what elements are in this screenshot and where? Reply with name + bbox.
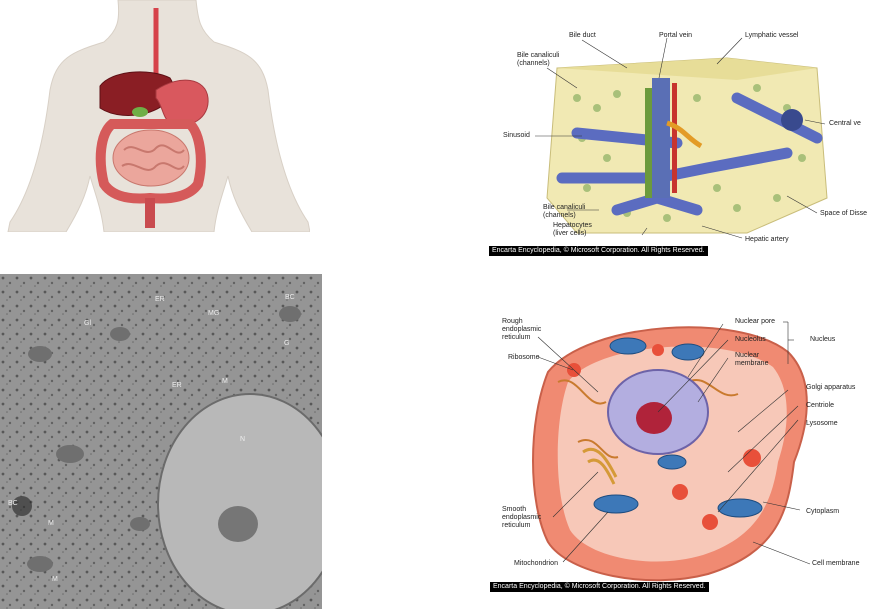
label-nucleolus: Nucleolus bbox=[735, 336, 766, 344]
label-hepatic-artery: Hepatic artery bbox=[745, 236, 789, 244]
label-smooth-er: Smooth endoplasmic reticulum bbox=[502, 506, 541, 530]
label-lymphatic-vessel: Lymphatic vessel bbox=[745, 32, 798, 40]
label-nuclear-pore: Nuclear pore bbox=[735, 318, 775, 326]
label-nucleus: Nucleus bbox=[810, 336, 835, 344]
micro-label-mg: MG bbox=[208, 310, 219, 317]
label-bile-canaliculi-bottom: Bile canaliculi (channels) bbox=[543, 204, 585, 220]
label-centriole: Centriole bbox=[806, 402, 834, 410]
micro-label-g: G bbox=[284, 340, 289, 347]
liver-credit: Encarta Encyclopedia, © Microsoft Corpor… bbox=[489, 246, 708, 256]
animal-cell-diagram: Rough endoplasmic reticulum Ribosome Nuc… bbox=[488, 312, 878, 597]
label-lysosome: Lysosome bbox=[806, 420, 838, 428]
cell-svg bbox=[488, 312, 878, 597]
label-space-of-disse: Space of Disse bbox=[820, 210, 867, 218]
digestive-system-illustration bbox=[0, 0, 310, 232]
cell-credit: Encarta Encyclopedia, © Microsoft Corpor… bbox=[490, 582, 709, 592]
label-mitochondrion: Mitochondrion bbox=[514, 560, 558, 568]
label-portal-vein: Portal vein bbox=[659, 32, 692, 40]
label-cell-membrane: Cell membrane bbox=[812, 560, 859, 568]
torso-svg bbox=[0, 0, 310, 232]
micro-label-m2: M bbox=[48, 520, 54, 527]
micro-label-gl: Gl bbox=[84, 320, 91, 327]
label-bile-canaliculi-top: Bile canaliculi (channels) bbox=[517, 52, 559, 68]
label-bile-duct: Bile duct bbox=[569, 32, 596, 40]
micrograph-svg bbox=[0, 274, 322, 609]
micro-label-bc2: BC bbox=[8, 500, 18, 507]
label-hepatocytes: Hepatocytes (liver cells) bbox=[553, 222, 592, 238]
micro-label-bc1: BC bbox=[285, 294, 295, 301]
label-nuclear-membrane: Nuclear membrane bbox=[735, 352, 768, 368]
label-golgi: Golgi apparatus bbox=[806, 384, 855, 392]
micro-label-er1: ER bbox=[155, 296, 165, 303]
label-rough-er: Rough endoplasmic reticulum bbox=[502, 318, 541, 342]
electron-micrograph: ER BC MG Gl ER M G N BC M M bbox=[0, 274, 322, 609]
micro-label-n: N bbox=[240, 436, 245, 443]
micro-label-m1: M bbox=[222, 378, 228, 385]
micro-label-m3: M bbox=[52, 576, 58, 583]
micro-label-er2: ER bbox=[172, 382, 182, 389]
label-sinusoid: Sinusoid bbox=[503, 132, 530, 140]
label-ribosome: Ribosome bbox=[508, 354, 540, 362]
liver-lobule-diagram: Bile duct Portal vein Lymphatic vessel B… bbox=[487, 28, 878, 260]
label-central-vein: Central ve bbox=[829, 120, 861, 128]
label-cytoplasm: Cytoplasm bbox=[806, 508, 839, 516]
